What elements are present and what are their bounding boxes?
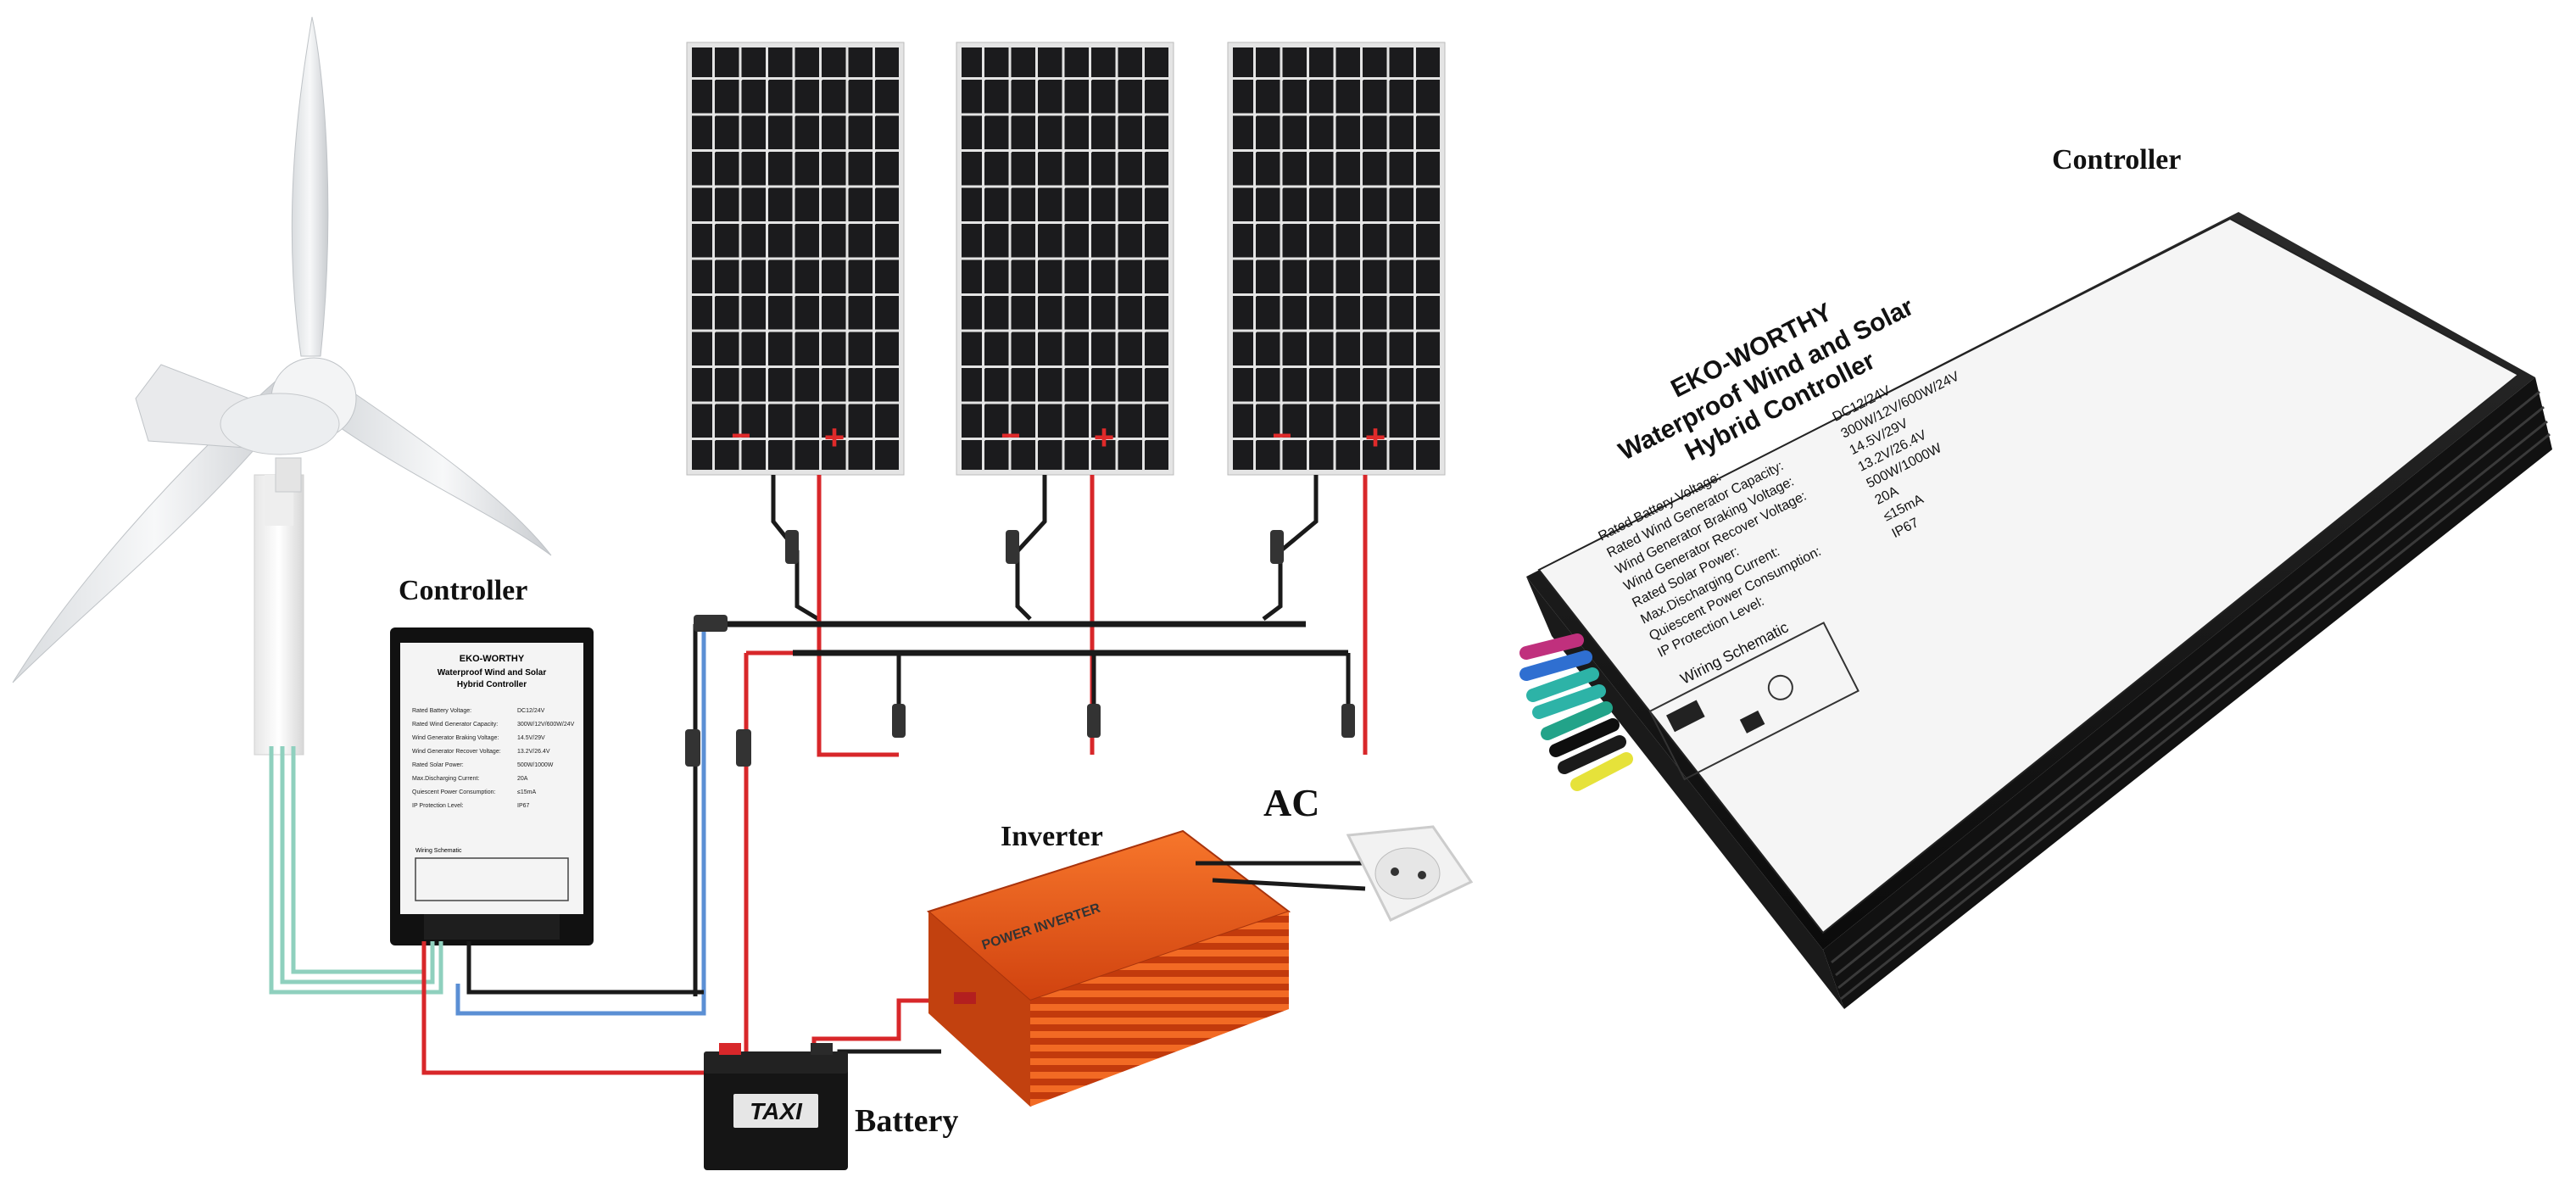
controller-small-spec-value: 500W/1000W bbox=[517, 762, 554, 768]
controller-small-spec-name: IP Protection Level: bbox=[412, 803, 464, 809]
inverter: POWER INVERTER bbox=[927, 829, 1291, 1107]
controller-small-spec-value: 14.5V/29V bbox=[517, 735, 545, 741]
controller-small-spec-name: Rated Battery Voltage: bbox=[412, 708, 471, 714]
mc4-connector bbox=[685, 530, 1355, 767]
controller-left-label: Controller bbox=[399, 575, 528, 606]
controller-small-title1: Waterproof Wind and Solar bbox=[438, 668, 547, 678]
controller-small-spec-value: IP67 bbox=[517, 803, 530, 809]
turbine-blade bbox=[291, 16, 329, 357]
solar-panel: − + bbox=[956, 42, 1174, 476]
controller-small-spec-name: Wind Generator Recover Voltage: bbox=[412, 749, 501, 755]
controller-small-spec-name: Quiescent Power Consumption: bbox=[412, 789, 495, 795]
ac-socket bbox=[1346, 825, 1474, 922]
battery-wiring bbox=[421, 941, 941, 1075]
inverter-label: Inverter bbox=[1001, 821, 1103, 852]
controller-small-spec-value: 300W/12V/600W/24V bbox=[517, 722, 575, 728]
wind-turbine bbox=[12, 16, 552, 756]
controller-right-label: Controller bbox=[2052, 144, 2182, 176]
controller-small: EKO-WORTHY Waterproof Wind and Solar Hyb… bbox=[390, 627, 594, 945]
controller-small-spec-name: Rated Solar Power: bbox=[412, 762, 464, 768]
controller-small-brand: EKO-WORTHY bbox=[460, 654, 525, 664]
turbine-blade bbox=[334, 385, 552, 556]
controller-large: EKO-WORTHY Waterproof Wind and Solar Hyb… bbox=[1519, 212, 2552, 1009]
controller-small-spec-name: Wind Generator Braking Voltage: bbox=[412, 735, 499, 741]
controller-small-title2: Hybrid Controller bbox=[457, 680, 527, 689]
panel-plus: + bbox=[1094, 417, 1115, 457]
controller-small-spec-value: ≤15mA bbox=[517, 789, 536, 795]
controller-small-spec-name: Rated Wind Generator Capacity: bbox=[412, 722, 498, 728]
solar-panel: − + bbox=[1227, 42, 1446, 476]
battery-label: Battery bbox=[855, 1103, 959, 1139]
controller-small-spec-value: 20A bbox=[517, 776, 528, 782]
controller-small-spec-value: DC12/24V bbox=[517, 708, 545, 714]
ac-wiring bbox=[1196, 861, 1366, 891]
solar-panel: − + bbox=[686, 42, 905, 476]
panel-plus: + bbox=[1365, 417, 1386, 457]
ac-label: AC bbox=[1263, 781, 1320, 824]
panel-plus: + bbox=[824, 417, 845, 457]
battery: TAXI bbox=[704, 1043, 848, 1170]
controller-small-spec-value: 13.2V/26.4V bbox=[517, 749, 550, 755]
panel-minus: − bbox=[1272, 417, 1291, 455]
battery-brand: TAXI bbox=[750, 1098, 803, 1124]
panel-minus: − bbox=[731, 417, 750, 455]
turbine-blade bbox=[12, 376, 298, 683]
controller-small-spec-name: Max.Discharging Current: bbox=[412, 776, 479, 782]
panel-minus: − bbox=[1001, 417, 1020, 455]
controller-small-wiring: Wiring Schematic bbox=[415, 848, 462, 854]
